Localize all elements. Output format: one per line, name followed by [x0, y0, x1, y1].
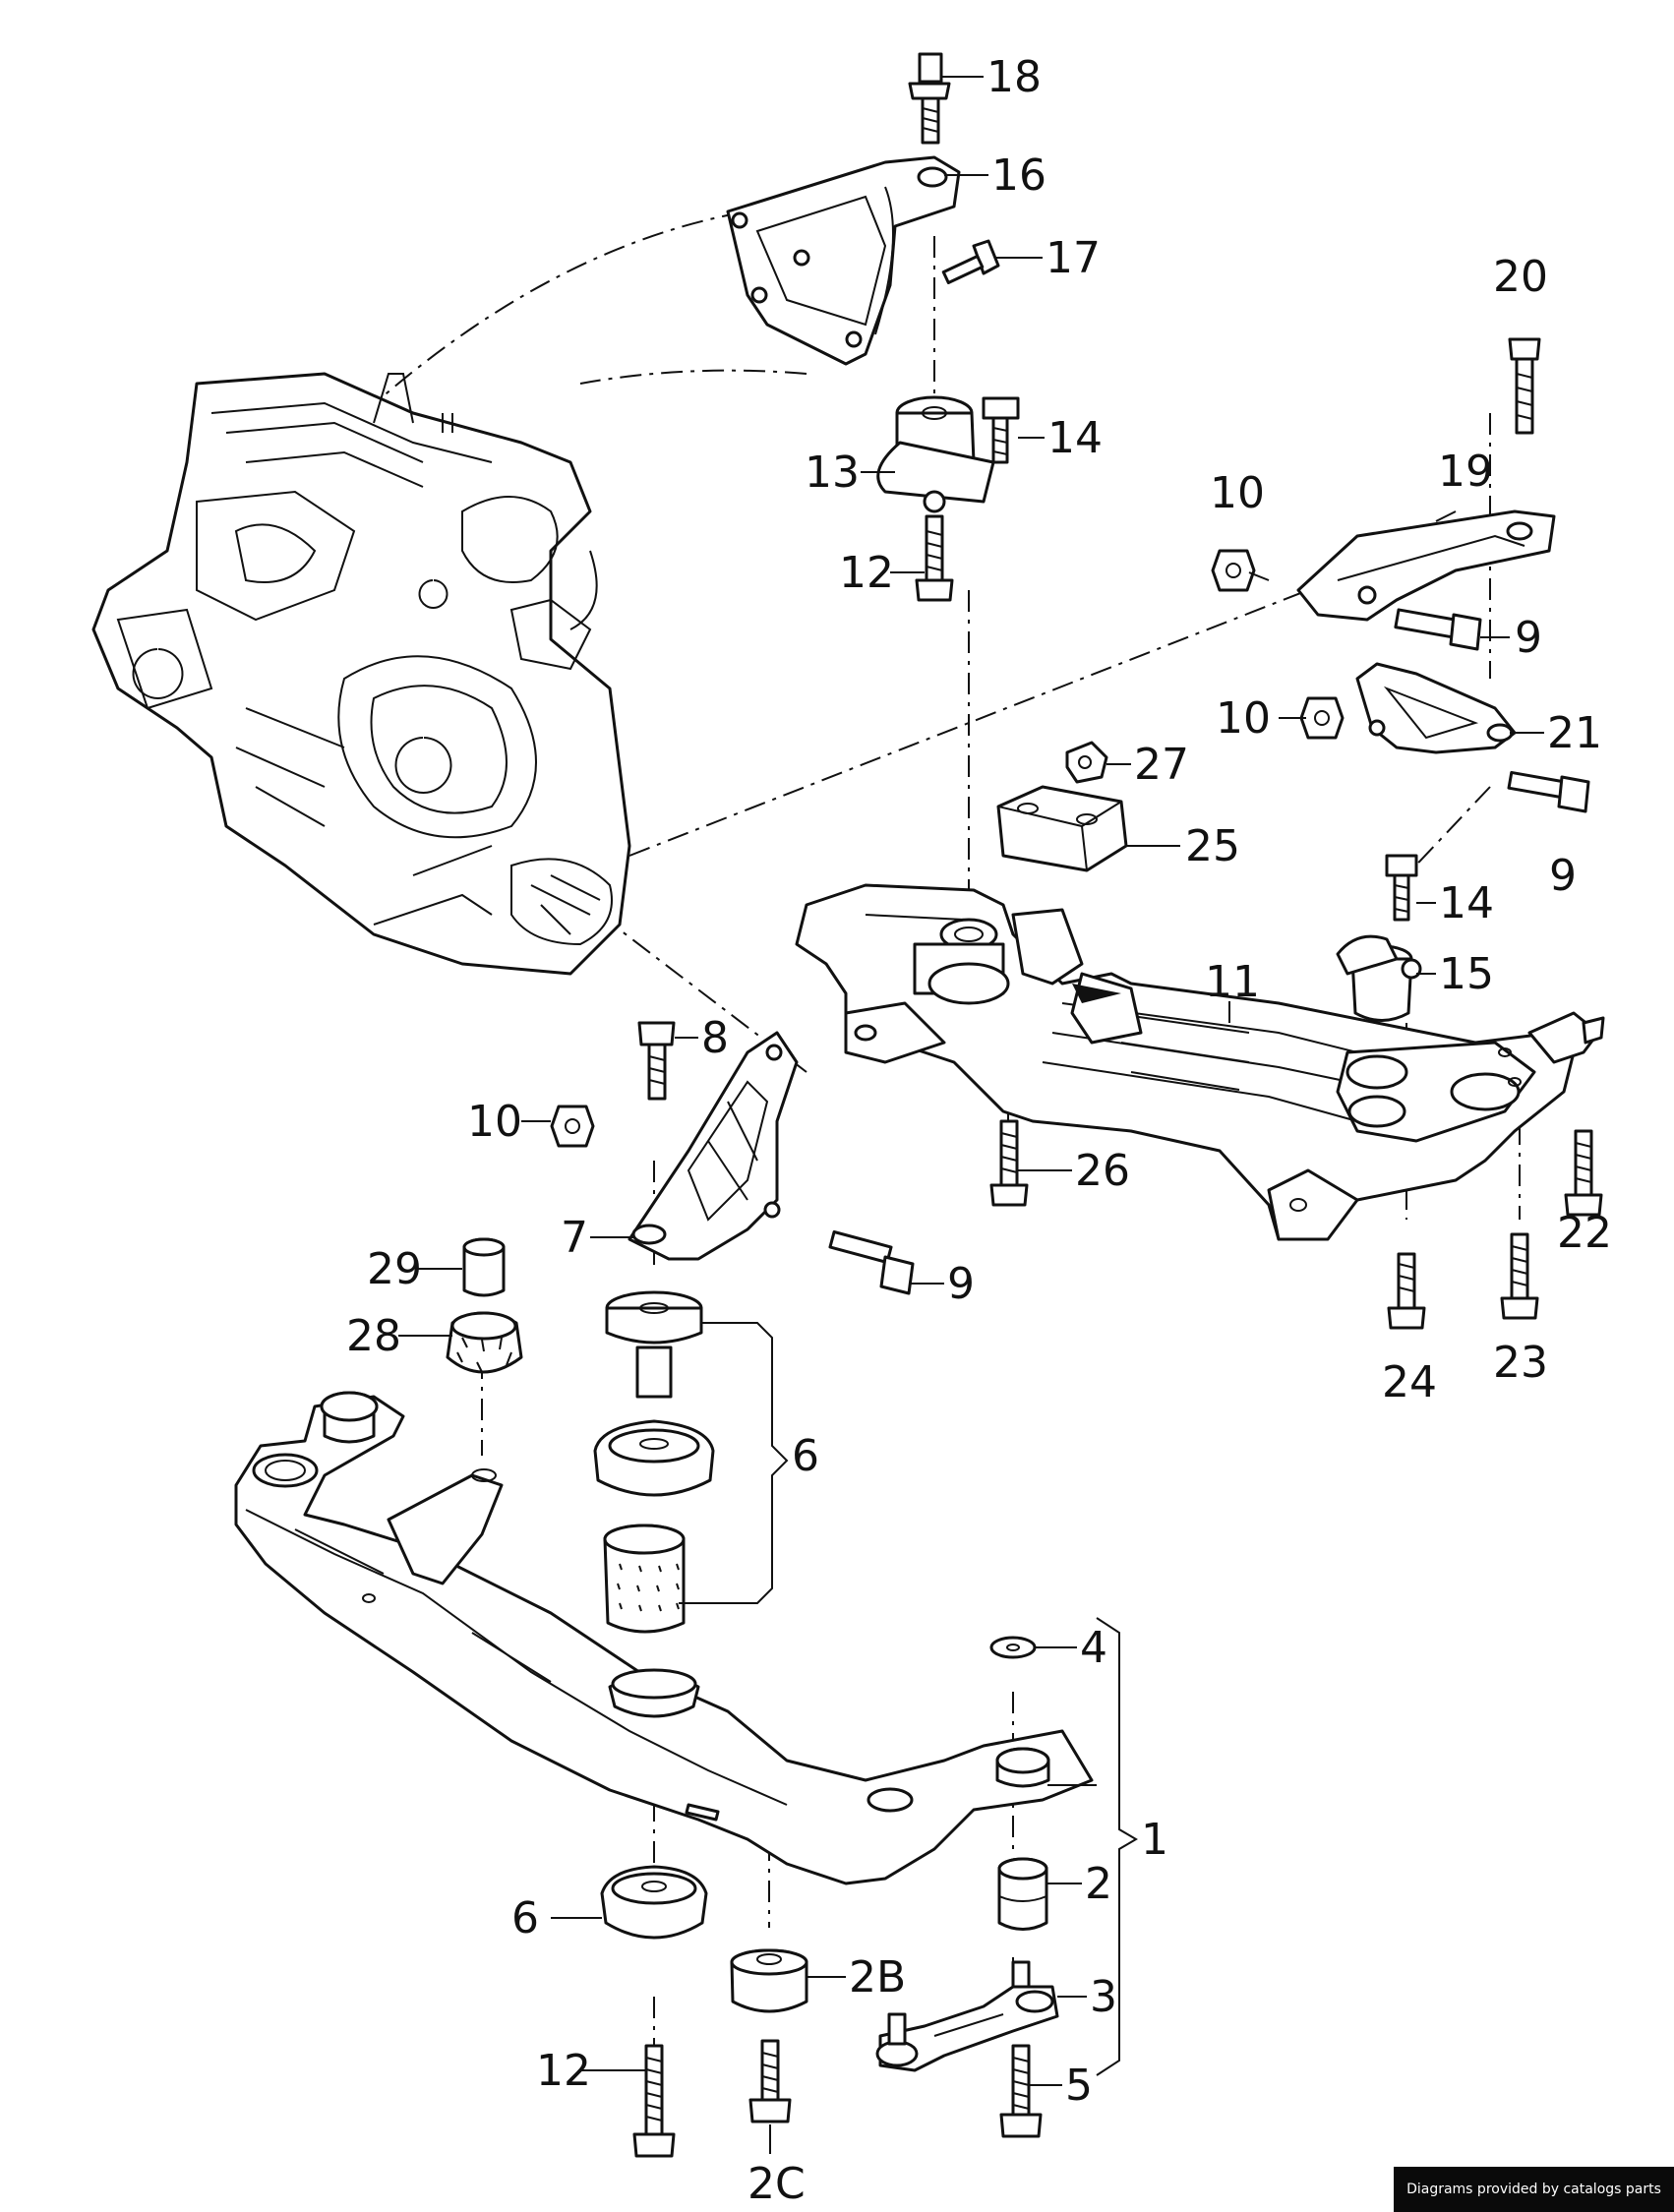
part-23-bolt	[1500, 1232, 1539, 1320]
callout-22: 22	[1557, 1208, 1612, 1258]
callout-17: 17	[1046, 233, 1101, 283]
part-10-nut-right-lower	[1299, 696, 1345, 740]
callout-6-lower: 6	[511, 1893, 539, 1943]
part-7-bracket	[628, 1031, 799, 1261]
part-26-bolt	[989, 1119, 1029, 1207]
part-18-bolt	[908, 52, 951, 145]
part-17-bolt	[941, 239, 1000, 284]
callout-6-upper: 6	[792, 1431, 819, 1481]
part-25-rubber-block	[996, 785, 1128, 872]
credit-banner: Diagrams provided by catalogs parts	[1394, 2167, 1674, 2212]
part-14-bolt-upper	[982, 396, 1020, 464]
part-13-engine-mount	[876, 395, 995, 513]
callout-8: 8	[701, 1013, 729, 1063]
callout-29: 29	[367, 1244, 422, 1294]
part-1-crossmember-beam	[234, 1391, 1094, 1885]
callout-9-left: 9	[947, 1259, 975, 1309]
part-2c-bolt	[748, 2039, 792, 2123]
callout-5: 5	[1065, 2061, 1093, 2111]
callout-9-lower-right: 9	[1549, 851, 1577, 901]
part-9-bolt-lower-right	[1507, 770, 1590, 813]
callout-12-lower: 12	[536, 2046, 591, 2096]
part-28-damper	[446, 1311, 523, 1374]
part-29-sleeve	[462, 1237, 506, 1297]
callout-13: 13	[805, 448, 860, 498]
leader-lines	[398, 76, 1544, 2154]
part-16-engine-bracket	[726, 155, 961, 366]
part-2b-bush	[730, 1948, 808, 2013]
callout-25: 25	[1185, 821, 1240, 871]
part-15-mount	[1336, 934, 1422, 1022]
part-6-mount-assembly	[593, 1290, 715, 1634]
part-9-bolt-left	[828, 1230, 915, 1295]
callout-10-right-lower: 10	[1216, 693, 1271, 744]
part-27-nut	[1065, 741, 1108, 784]
part-10-nut-left	[550, 1105, 595, 1148]
part-3-torque-arm	[875, 1960, 1059, 2072]
engine-gearbox-illustration	[91, 372, 631, 976]
part-2-bush	[997, 1857, 1048, 1931]
part-21-bracket	[1355, 662, 1517, 754]
part-12-bolt-upper	[915, 514, 954, 602]
part-4-washer	[989, 1636, 1037, 1659]
group-brackets	[679, 1322, 1138, 2076]
part-10-nut-right-upper	[1211, 549, 1256, 592]
callout-28: 28	[346, 1311, 401, 1361]
part-22-bolt	[1564, 1129, 1603, 1217]
callout-10-right-upper: 10	[1210, 468, 1265, 518]
part-12-bolt-lower	[632, 2044, 676, 2158]
callout-27: 27	[1134, 740, 1189, 790]
callout-2b: 2B	[849, 1952, 906, 2003]
part-24-bolt	[1387, 1252, 1426, 1330]
callout-11: 11	[1205, 957, 1260, 1007]
callout-4: 4	[1080, 1623, 1107, 1673]
part-8-bolt	[637, 1021, 676, 1101]
callout-2: 2	[1085, 1859, 1112, 1909]
callout-26: 26	[1075, 1146, 1130, 1196]
callout-14-upper: 14	[1047, 413, 1103, 463]
callout-20: 20	[1493, 252, 1548, 302]
part-6-mount-lower	[600, 1865, 708, 1940]
part-20-bolt	[1508, 337, 1541, 435]
callout-3: 3	[1090, 1972, 1117, 2022]
callout-labels: 18 16 17 14 13 12 20 19 10 9 10 21 27 25…	[346, 52, 1612, 2209]
part-5-bolt	[999, 2044, 1043, 2138]
callout-21: 21	[1547, 708, 1602, 758]
callout-23: 23	[1493, 1338, 1548, 1388]
callout-14-lower: 14	[1439, 878, 1494, 928]
part-9-bolt-upper	[1394, 608, 1482, 651]
callout-9-upper: 9	[1515, 613, 1542, 663]
callout-24: 24	[1382, 1357, 1437, 1407]
part-11-subframe	[795, 883, 1605, 1241]
part-14-bolt-lower	[1385, 854, 1418, 922]
callout-18: 18	[986, 52, 1042, 102]
callout-1: 1	[1141, 1815, 1168, 1865]
callout-16: 16	[991, 150, 1046, 201]
callout-19: 19	[1438, 447, 1493, 497]
callout-12-upper: 12	[839, 548, 894, 598]
callout-7: 7	[561, 1213, 588, 1263]
callout-2c: 2C	[747, 2159, 806, 2209]
callout-10-left: 10	[467, 1097, 522, 1147]
part-19-bracket	[1296, 509, 1556, 622]
callout-15: 15	[1439, 949, 1494, 999]
